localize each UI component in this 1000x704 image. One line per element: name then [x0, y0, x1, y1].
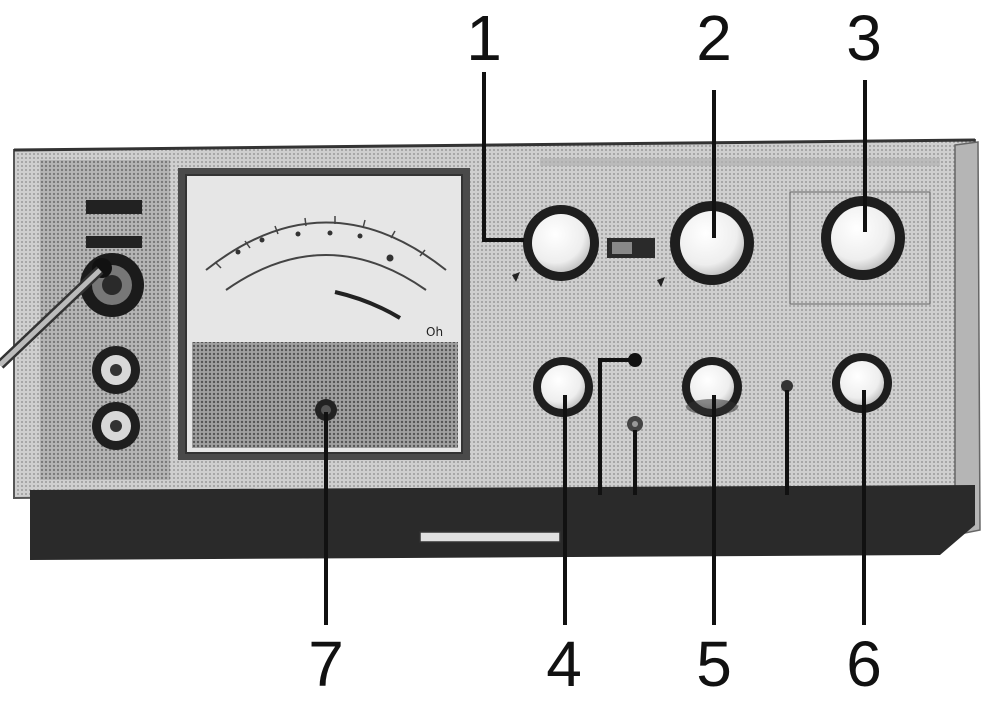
meter-scale-label: Oh [426, 325, 443, 339]
callout-number-2: 2 [696, 2, 732, 74]
label-plate-top [86, 200, 142, 214]
socket-upper [92, 346, 140, 394]
callout-number-1: 1 [466, 2, 502, 74]
knob-3-scale-frame [789, 191, 931, 305]
callout-number-7: 7 [308, 628, 344, 700]
knob-3 [821, 196, 905, 280]
meter-ticks [214, 216, 426, 269]
callout-number-4: 4 [546, 628, 582, 700]
label-plate-middle [86, 236, 142, 248]
callout-number-3: 3 [846, 2, 882, 74]
knob-6 [832, 353, 892, 413]
analog-meter: Oh [178, 168, 470, 460]
meter-scale-dots [235, 230, 394, 262]
knob-1 [512, 205, 599, 282]
leader-testpoint-a [598, 358, 635, 495]
meter-scale-band [334, 290, 402, 320]
knob-4 [533, 357, 593, 417]
left-connector-panel [0, 160, 170, 480]
knob-2 [657, 201, 754, 287]
socket-lower [92, 402, 140, 450]
toggle-switch [607, 238, 655, 258]
leader-1 [482, 72, 524, 242]
meter-scale-outer [205, 221, 447, 271]
callout-number-5: 5 [696, 628, 732, 700]
callout-leaders [324, 72, 867, 625]
panel-title-strip [540, 158, 940, 166]
callout-number-6: 6 [846, 628, 882, 700]
meter-scale-inner [225, 254, 427, 291]
